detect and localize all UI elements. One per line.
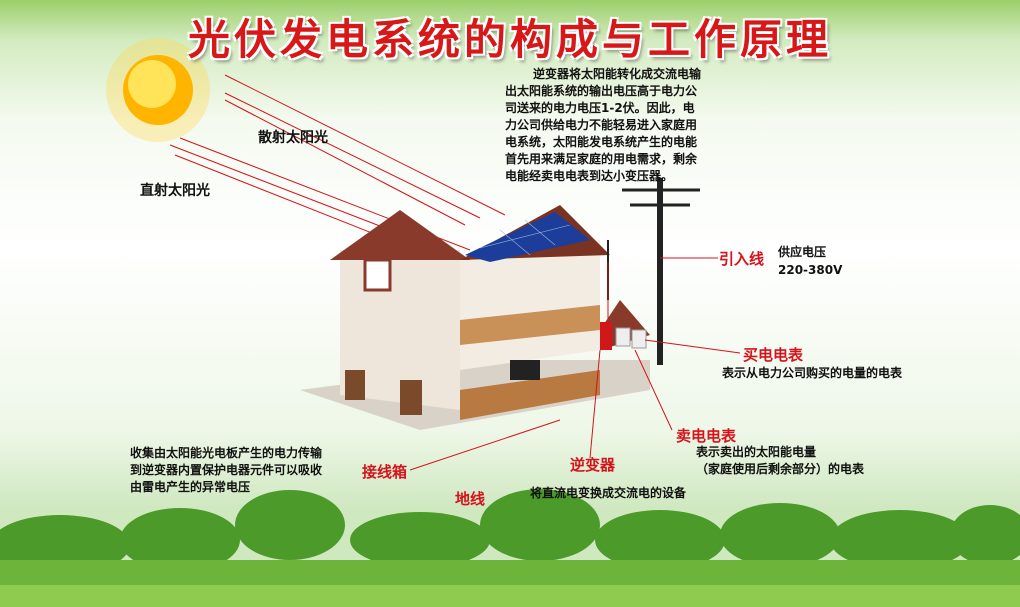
junction-box-label: 接线箱 xyxy=(362,463,408,481)
incoming-line-label: 引入线 xyxy=(719,250,765,268)
buy-meter-desc: 表示从电力公司购买的电量的电表 xyxy=(722,366,903,380)
sell-meter-label: 卖电电表 xyxy=(676,427,737,445)
house xyxy=(300,205,650,430)
text-line: 由雷电产生的异常电压 xyxy=(130,480,251,494)
text-line: 到逆变器内置保护电器元件可以吸收 xyxy=(130,463,323,477)
ground-wire-label: 地线 xyxy=(455,490,486,508)
sun-rays xyxy=(169,74,506,261)
sun-icon xyxy=(106,38,210,142)
text-line: 表示卖出的太阳能电量 xyxy=(696,445,817,459)
text-line: 力公司供给电力不能轻易进入家庭用 xyxy=(505,118,698,132)
buy-meter-label: 买电电表 xyxy=(743,346,804,364)
text-line: 司送来的电力电压1-2伏。因此，电 xyxy=(505,101,695,115)
inverter-explanation: 逆变器将太阳能转化成交流电输 出太阳能系统的输出电压高于电力公 司送来的电力电压… xyxy=(505,66,701,185)
voltage-range: 220-380V xyxy=(778,263,843,277)
text-line: 首先用来满足家庭的用电需求，剩余 xyxy=(505,152,698,166)
text-line: 收集由太阳能光电板产生的电力传输 xyxy=(130,446,323,460)
supply-voltage-label: 供应电压 xyxy=(778,245,827,259)
inverter-desc: 将直流电变换成交流电的设备 xyxy=(530,486,687,500)
text-line: 电系统，太阳能发电系统产生的电能 xyxy=(505,135,698,149)
direct-light-label: 直射太阳光 xyxy=(140,183,210,199)
text-line: （家庭使用后剩余部分）的电表 xyxy=(696,462,865,476)
callout-lines xyxy=(409,257,741,471)
junction-box-desc: 收集由太阳能光电板产生的电力传输 到逆变器内置保护电器元件可以吸收 由雷电产生的… xyxy=(130,445,322,496)
sell-meter-desc: 表示卖出的太阳能电量 （家庭使用后剩余部分）的电表 xyxy=(696,444,864,478)
text-line: 逆变器将太阳能转化成交流电输 xyxy=(533,67,702,81)
inverter-label: 逆变器 xyxy=(570,456,616,474)
text-line: 电能经卖电电表到达小变压器。 xyxy=(505,169,674,183)
trees xyxy=(0,489,1020,575)
text-line: 出太阳能系统的输出电压高于电力公 xyxy=(505,84,698,98)
page-title: 光伏发电系统的构成与工作原理 xyxy=(187,15,832,64)
scattered-light-label: 散射太阳光 xyxy=(258,130,328,146)
